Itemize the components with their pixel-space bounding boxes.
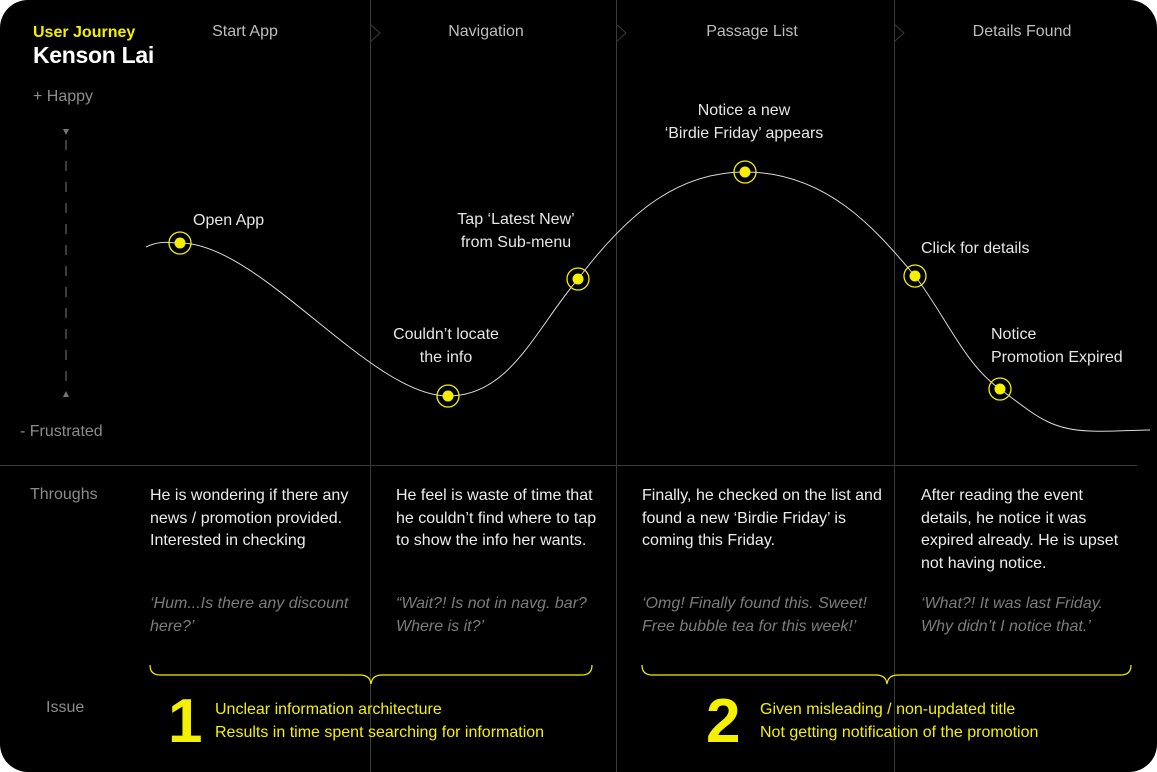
chevron-right-icon [615, 23, 627, 43]
column-divider [370, 0, 371, 772]
axis-frustrated-label: - Frustrated [20, 423, 103, 440]
thought-text: Finally, he checked on the list and foun… [642, 487, 882, 550]
thought-text: He feel is waste of time that he couldn’… [396, 487, 597, 550]
point-label-click-details: Click for details [921, 240, 1030, 257]
point-label-couldnt-locate: Couldn’t locate the info [393, 326, 499, 366]
throughs-label: Throughs [30, 486, 98, 503]
point-label-notice-birdie-friday: Notice a new ‘Birdie Friday’ appears [664, 102, 824, 142]
stage-navigation: Navigation [448, 23, 524, 40]
chevron-right-icon [369, 23, 381, 43]
point-label-open-app: Open App [193, 212, 265, 229]
persona-name: Kenson Lai [33, 42, 154, 68]
thought-text: He is wondering if there any news / prom… [150, 487, 349, 550]
thought-quote: ‘What?! It was last Friday. Why didn’t I… [921, 595, 1103, 635]
journey-point-icon [733, 160, 757, 184]
brace-icon [641, 664, 1132, 685]
column-divider [616, 0, 617, 772]
brace-icon [149, 664, 593, 685]
arrow-down-icon [63, 129, 69, 135]
point-label-tap-latest-new: Tap ‘Latest New’ from Sub-menu [457, 211, 575, 251]
stage-start-app: Start App [212, 23, 278, 40]
row-divider [0, 465, 1137, 466]
thought-quote: ‘Hum...Is there any discount here?’ [150, 595, 349, 635]
stage-passage-list: Passage List [706, 23, 798, 40]
journey-point-icon [168, 231, 192, 255]
thought-quote: ‘Omg! Finally found this. Sweet! Free bu… [642, 595, 867, 635]
axis-happy-label: + Happy [33, 88, 94, 105]
issue-detail: Results in time spent searching for info… [215, 724, 545, 741]
issue-title: Given misleading / non-updated title [760, 701, 1016, 718]
journey-point-icon [988, 377, 1012, 401]
issue-detail: Not getting notification of the promotio… [760, 724, 1039, 741]
journey-point-icon [903, 264, 927, 288]
journey-subtitle: User Journey [33, 24, 136, 41]
chevron-right-icon [893, 23, 905, 43]
journey-point-icon [436, 384, 460, 408]
issue-title: Unclear information architecture [215, 701, 442, 718]
stage-details-found: Details Found [972, 23, 1072, 40]
issue-number: 2 [706, 687, 741, 756]
issue-label: Issue [46, 699, 85, 716]
thought-text: After reading the event details, he noti… [921, 487, 1119, 572]
journey-point-icon [566, 267, 590, 291]
point-label-promotion-expired: Notice Promotion Expired [991, 326, 1123, 366]
column-divider [894, 0, 895, 772]
issue-number: 1 [168, 687, 203, 756]
journey-curve [145, 171, 1151, 432]
arrow-up-icon [63, 391, 69, 397]
thought-quote: “Wait?! Is not in navg. bar? Where is it… [396, 595, 587, 635]
